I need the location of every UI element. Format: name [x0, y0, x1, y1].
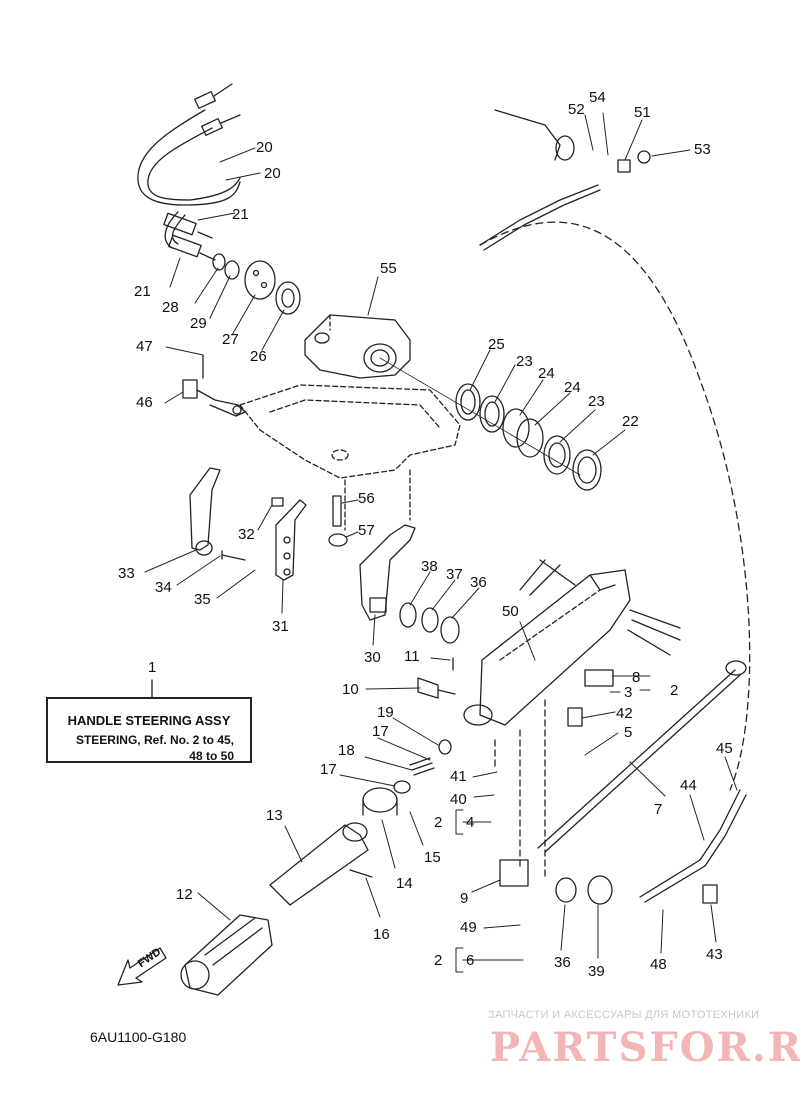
handle-steering-info-box: HANDLE STEERING ASSY STEERING, Ref. No. …	[46, 697, 252, 763]
callout-23: 23	[516, 353, 533, 370]
base-plate	[239, 384, 461, 531]
washer-28	[212, 253, 226, 271]
callout-57: 57	[358, 522, 375, 539]
nut-29	[224, 260, 240, 280]
callout-36: 36	[470, 574, 487, 591]
leader-lines	[144, 112, 738, 961]
callout-28: 28	[162, 299, 179, 316]
callout-46: 46	[136, 394, 153, 411]
arm-30	[359, 524, 416, 621]
callout-50: 50	[502, 603, 519, 620]
callout-6: 6	[466, 952, 475, 969]
info-box-line-2: 48 to 50	[189, 749, 234, 763]
callout-20: 20	[256, 139, 273, 156]
callout-8: 8	[632, 669, 641, 686]
fwd-arrow	[117, 947, 167, 986]
handle-body-50	[463, 559, 631, 881]
stud-56	[332, 495, 342, 527]
seal-26	[275, 281, 301, 315]
collar-14	[362, 787, 398, 813]
callout-47: 47	[136, 338, 153, 355]
callout-48: 48	[650, 956, 667, 973]
callout-9: 9	[460, 890, 469, 907]
watermark-tagline: ЗАПЧАСТИ И АКСЕССУАРЫ ДЛЯ МОТОТЕХНИКИ	[488, 1009, 760, 1021]
callout-23: 23	[588, 393, 605, 410]
watermark-logo: PARTSFOR.RU	[490, 1024, 800, 1071]
callout-41: 41	[450, 768, 467, 785]
callout-31: 31	[272, 618, 289, 635]
callout-19: 19	[377, 704, 394, 721]
callout-26: 26	[250, 348, 267, 365]
bolt-32	[271, 497, 284, 507]
callout-17: 17	[320, 761, 337, 778]
cable-7	[537, 660, 747, 853]
callout-14: 14	[396, 875, 413, 892]
callout-18: 18	[338, 742, 355, 759]
grip-end-12	[180, 914, 273, 996]
callout-29: 29	[190, 315, 207, 332]
callout-39: 39	[588, 963, 605, 980]
callout-24: 24	[564, 379, 581, 396]
callout-55: 55	[380, 260, 397, 277]
callout-21: 21	[232, 206, 249, 223]
callout-4: 4	[466, 814, 475, 831]
callout-5: 5	[624, 724, 633, 741]
callout-24: 24	[538, 365, 555, 382]
callout-45: 45	[716, 740, 733, 757]
bolt-10	[417, 677, 456, 699]
info-box-title: HANDLE STEERING ASSY	[67, 713, 231, 728]
nut-57	[328, 533, 348, 547]
callout-51: 51	[634, 104, 651, 121]
callout-43: 43	[706, 946, 723, 963]
callout-36: 36	[554, 954, 571, 971]
callout-7: 7	[654, 801, 663, 818]
callout-20: 20	[264, 165, 281, 182]
grip-13	[269, 824, 369, 906]
callout-53: 53	[694, 141, 711, 158]
bolt-34	[221, 550, 246, 561]
callout-54: 54	[589, 89, 606, 106]
callout-2: 2	[670, 682, 679, 699]
callout-1: 1	[148, 659, 157, 676]
plate-31	[275, 499, 307, 581]
callout-15: 15	[424, 849, 441, 866]
callout-27: 27	[222, 331, 239, 348]
callout-44: 44	[680, 777, 697, 794]
bracket-55	[304, 314, 411, 379]
callout-40: 40	[450, 791, 467, 808]
callout-13: 13	[266, 807, 283, 824]
stopper-33	[189, 467, 221, 551]
callout-21: 21	[134, 283, 151, 300]
info-box-line-1: STEERING, Ref. No. 2 to 45,	[75, 733, 234, 747]
plate-27	[244, 260, 276, 300]
callout-56: 56	[358, 490, 375, 507]
clip-46	[182, 354, 246, 417]
holder-9	[499, 859, 529, 887]
callout-17: 17	[372, 723, 389, 740]
callout-34: 34	[155, 579, 172, 596]
callout-42: 42	[616, 705, 633, 722]
callout-2: 2	[434, 952, 443, 969]
callout-37: 37	[446, 566, 463, 583]
callout-2: 2	[434, 814, 443, 831]
callout-38: 38	[421, 558, 438, 575]
callout-10: 10	[342, 681, 359, 698]
callout-16: 16	[373, 926, 390, 943]
callout-33: 33	[118, 565, 135, 582]
shift-throttle-cables	[137, 83, 241, 261]
callout-25: 25	[488, 336, 505, 353]
callout-22: 22	[622, 413, 639, 430]
callout-11: 11	[404, 648, 420, 665]
callout-52: 52	[568, 101, 585, 118]
callout-3: 3	[624, 684, 633, 701]
diagram-code: 6AU1100-G180	[90, 1029, 187, 1045]
callout-30: 30	[364, 649, 381, 666]
callout-49: 49	[460, 919, 477, 936]
callout-12: 12	[176, 886, 193, 903]
callout-32: 32	[238, 526, 255, 543]
callout-35: 35	[194, 591, 211, 608]
